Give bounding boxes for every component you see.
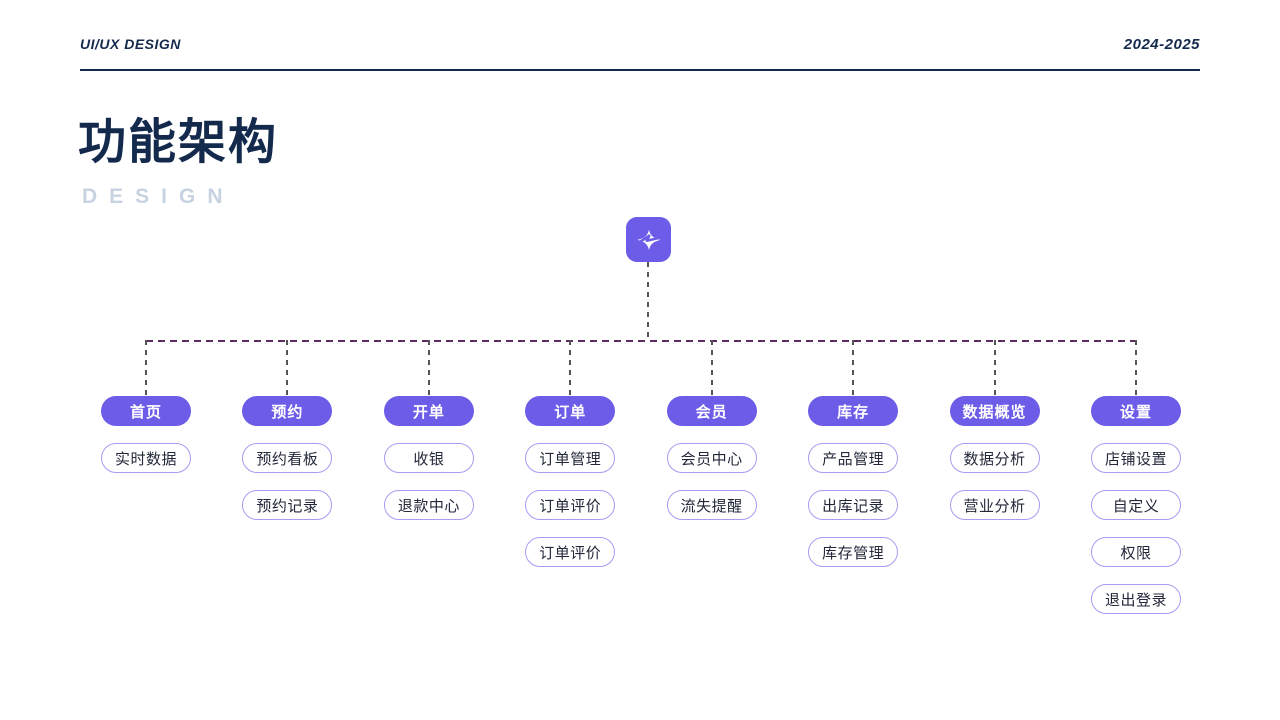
feature-pill: 自定义 [1090,490,1181,520]
category-pill: 设置 [1090,396,1181,426]
category-pill: 订单 [525,396,616,426]
architecture-tree: 首页 实时数据 预约 预约看板预约记录 开单 收银退款中心 订单 订单管理订单评… [101,340,1181,614]
tree-column: 开单 收银退款中心 [383,340,474,614]
feature-pill: 订单评价 [525,537,616,567]
page-subtitle: DESIGN [82,185,235,208]
connector-drop-line [852,340,855,396]
connector-drop-line [993,340,996,396]
connector-horizontal-line [146,340,1136,342]
feature-pill: 数据分析 [949,443,1040,473]
feature-pill: 订单评价 [525,490,616,520]
feature-pill: 退出登录 [1090,584,1181,614]
tree-column: 预约 预约看板预约记录 [242,340,333,614]
page-title: 功能架构 [78,116,279,169]
category-pill: 库存 [808,396,899,426]
spark-icon [626,217,671,262]
header-divider [80,69,1200,71]
feature-pill: 产品管理 [808,443,899,473]
connector-drop-line [1134,340,1137,396]
tree-column: 订单 订单管理订单评价订单评价 [525,340,616,614]
tree-column: 首页 实时数据 [101,340,191,614]
feature-pill: 流失提醒 [666,490,757,520]
feature-pill: 权限 [1090,537,1181,567]
feature-pill: 退款中心 [383,490,474,520]
connector-drop-line [710,340,713,396]
feature-pill: 出库记录 [808,490,899,520]
category-pill: 预约 [242,396,333,426]
feature-pill: 预约记录 [242,490,333,520]
category-pill: 数据概览 [949,396,1040,426]
brand-label: UI/UX DESIGN [80,36,181,52]
category-pill: 开单 [383,396,474,426]
feature-pill: 实时数据 [101,443,191,473]
feature-pill: 店铺设置 [1090,443,1181,473]
connector-drop-line [145,340,147,396]
connector-drop-line [427,340,430,396]
tree-column: 库存 产品管理出库记录库存管理 [808,340,899,614]
category-pill: 首页 [101,396,191,426]
connector-drop-line [569,340,572,396]
connector-root-line [647,262,649,340]
feature-pill: 收银 [383,443,474,473]
connector-drop-line [286,340,289,396]
feature-pill: 营业分析 [949,490,1040,520]
category-pill: 会员 [666,396,757,426]
feature-pill: 会员中心 [666,443,757,473]
feature-pill: 库存管理 [808,537,899,567]
tree-column: 数据概览 数据分析营业分析 [949,340,1040,614]
feature-pill: 预约看板 [242,443,333,473]
tree-column: 设置 店铺设置自定义权限退出登录 [1090,340,1181,614]
feature-pill: 订单管理 [525,443,616,473]
year-range: 2024-2025 [1123,36,1200,53]
tree-column: 会员 会员中心流失提醒 [666,340,757,614]
